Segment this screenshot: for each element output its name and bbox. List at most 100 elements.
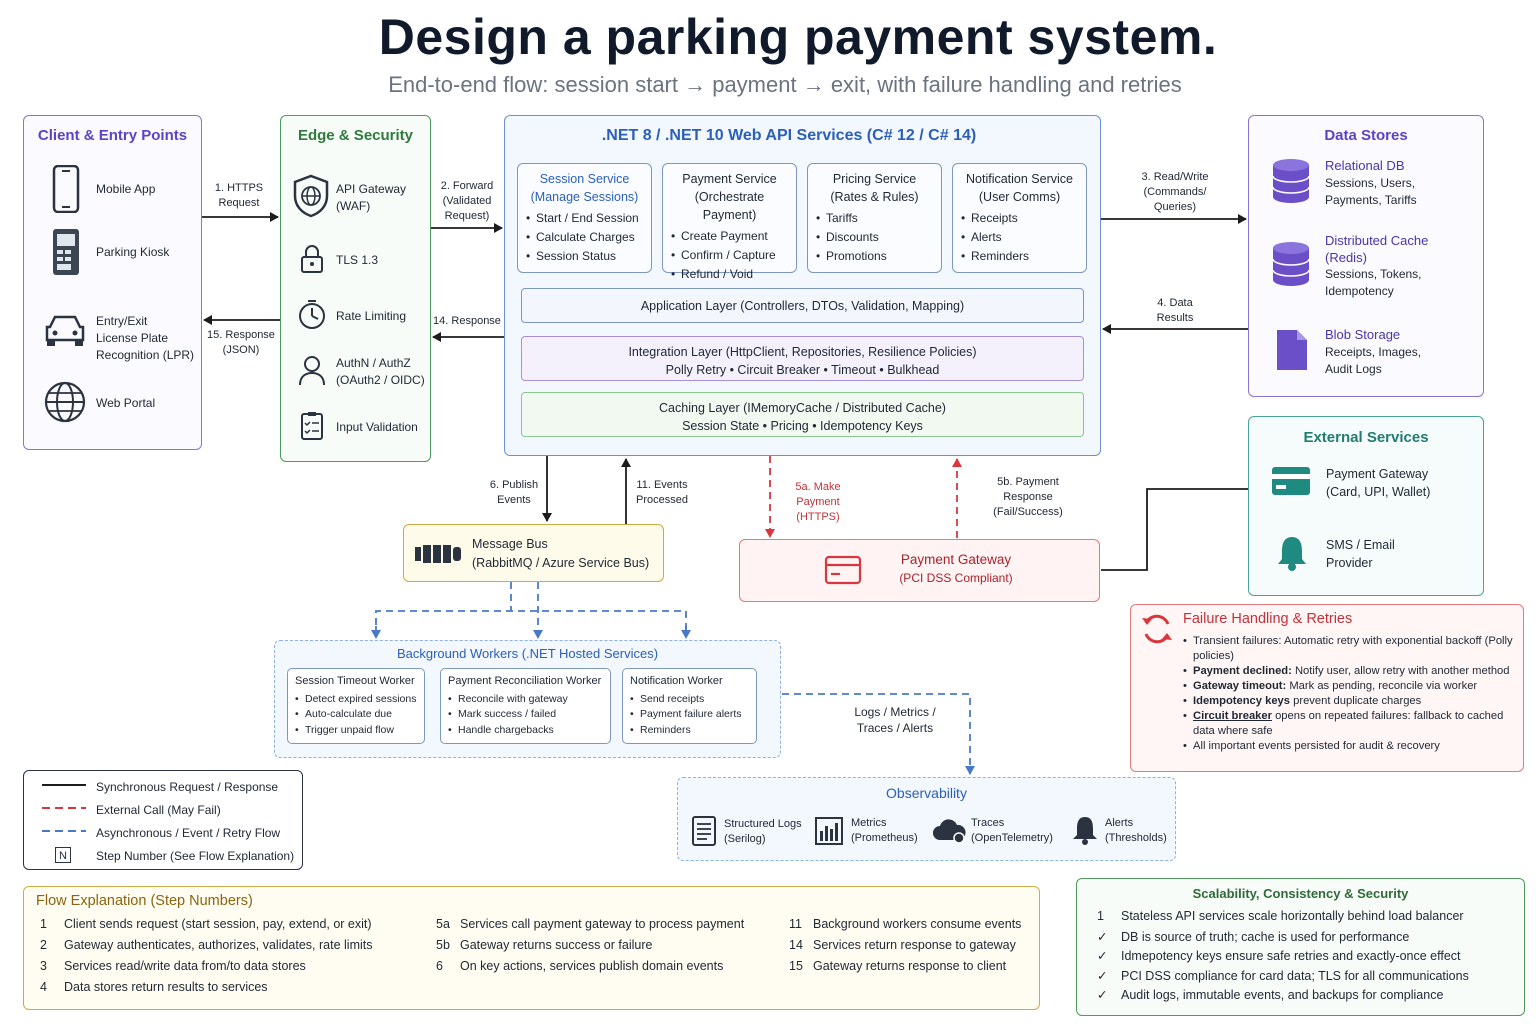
failure-item: Payment declined: Notify user, allow ret… — [1183, 664, 1518, 679]
legend-label: External Call (May Fail) — [96, 803, 221, 817]
worker-bullet: Send receipts — [630, 692, 749, 708]
check-icon: ✓ — [1097, 930, 1108, 944]
worker-bullet: Mark success / failed — [448, 707, 603, 723]
flow-step-text: Gateway returns success or failure — [460, 938, 653, 952]
flow-step-text: Client sends request (start session, pay… — [64, 917, 372, 931]
observability-item-sub: (Prometheus) — [851, 832, 918, 844]
check-icon: ✓ — [1097, 969, 1108, 983]
legend-label: Step Number (See Flow Explanation) — [96, 849, 295, 863]
failure-item-bold: Payment declined: — [1193, 665, 1292, 677]
worker-bullet: Reminders — [630, 723, 749, 739]
check-icon: ✓ — [1097, 949, 1108, 963]
notification-service-card: Notification Service (User Comms) Receip… — [952, 163, 1087, 273]
credit-card-icon — [824, 555, 862, 585]
scalability-text: PCI DSS compliance for card data; TLS fo… — [1121, 969, 1469, 983]
worker-title: Notification Worker — [630, 675, 723, 687]
failure-item: Gateway timeout: Mark as pending, reconc… — [1183, 679, 1518, 694]
lock-icon — [301, 245, 323, 273]
arrow-label-15: 15. Response (JSON) — [207, 329, 275, 356]
legend-step-marker: N — [55, 847, 71, 863]
external-item-label: Payment Gateway (Card, UPI, Wallet) — [1326, 467, 1431, 499]
datastore-title: Distributed Cache (Redis) — [1325, 233, 1429, 265]
flow-step-number: 14 — [789, 938, 803, 952]
cloud-icon — [933, 819, 966, 844]
external-panel — [1248, 416, 1484, 596]
failure-list: Transient failures: Automatic retry with… — [1183, 634, 1518, 754]
flow-panel-title: Flow Explanation (Step Numbers) — [36, 893, 253, 909]
legend-sync-line — [42, 784, 86, 786]
layer-desc: (Controllers, DTOs, Validation, Mapping) — [736, 299, 965, 313]
flow-step-text: Services read/write data from/to data st… — [64, 959, 306, 973]
caching-layer: Caching Layer (IMemoryCache / Distribute… — [521, 392, 1084, 437]
legend-label: Synchronous Request / Response — [96, 780, 279, 794]
flow-step-text: On key actions, services publish domain … — [460, 959, 724, 973]
datastore-desc: Sessions, Users, Payments, Tariffs — [1325, 176, 1417, 207]
failure-item-bold: Gateway timeout: — [1193, 680, 1287, 692]
layer-name: Caching Layer — [659, 401, 740, 415]
flow-step-text: Gateway authenticates, authorizes, valid… — [64, 938, 373, 952]
message-bus-subtitle: (RabbitMQ / Azure Service Bus) — [472, 556, 650, 570]
flow-step-number: 5b — [436, 938, 450, 952]
arrow-label-14: 14. Response — [433, 315, 501, 327]
scalability-marker: 1 — [1097, 909, 1104, 923]
service-bullet: Confirm / Capture — [671, 246, 788, 265]
edge-item-label: Input Validation — [336, 420, 418, 434]
service-bullet: Alerts — [961, 228, 1078, 247]
client-panel-title: Client & Entry Points — [37, 127, 188, 144]
worker-bullet: Handle chargebacks — [448, 723, 603, 739]
datastores-panel-title: Data Stores — [1324, 127, 1408, 144]
observability-item-title: Traces — [971, 817, 1005, 829]
arrow-label-1: 1. HTTPS Request — [214, 182, 264, 209]
worker-title: Session Timeout Worker — [295, 675, 415, 687]
service-bullet: Reminders — [961, 247, 1078, 266]
failure-item: Transient failures: Automatic retry with… — [1183, 634, 1518, 664]
external-item-label: SMS / Email Provider — [1326, 538, 1395, 570]
failure-item-text: All important events persisted for audit… — [1193, 740, 1440, 752]
scalability-item: ✓Audit logs, immutable events, and backu… — [1097, 987, 1443, 1002]
message-queue-icon — [415, 545, 461, 563]
message-bus-title: Message Bus — [472, 537, 548, 551]
observability-panel — [677, 777, 1176, 861]
flow-panel — [23, 886, 1040, 1010]
application-layer: Application Layer (Controllers, DTOs, Va… — [521, 288, 1084, 323]
scalability-item: ✓ DB is source of truth; cache is used fo… — [1097, 929, 1409, 944]
arrow-label-3: 3. Read/Write (Commands/ Queries) — [1141, 171, 1209, 213]
scalability-text: Stateless API services scale horizontall… — [1121, 909, 1464, 923]
service-bullet: Promotions — [816, 247, 933, 266]
external-panel-title: External Services — [1303, 429, 1429, 446]
service-subtitle: (Orchestrate Payment) — [694, 190, 765, 222]
layer-desc: (HttpClient, Repositories, Resilience Po… — [722, 345, 977, 359]
external-call-arrows — [765, 456, 962, 538]
check-icon: ✓ — [1097, 988, 1108, 1002]
scalability-item: ✓Idmepotency keys ensure safe retries an… — [1097, 948, 1461, 963]
flow-step-number: 4 — [40, 980, 47, 994]
layer-detail: Polly Retry • Circuit Breaker • Timeout … — [665, 363, 940, 377]
scalability-text: DB is source of truth; cache is used for… — [1121, 930, 1410, 944]
arrow-label-11: 11. Events Processed — [636, 479, 688, 506]
file-icon — [1277, 330, 1307, 370]
bell-icon — [1278, 537, 1306, 571]
arrow-label-4: 4. Data Results — [1156, 297, 1194, 324]
workers-panel-title: Background Workers (.NET Hosted Services… — [396, 646, 659, 661]
failure-panel-title: Failure Handling & Retries — [1183, 611, 1353, 627]
failure-item-text: opens on repeated failures: fallback to … — [1193, 710, 1504, 737]
service-bullet: Discounts — [816, 228, 933, 247]
service-bullet: Calculate Charges — [526, 228, 643, 247]
document-icon — [692, 816, 716, 846]
session-service-card: Session Service (Manage Sessions) Start … — [517, 163, 652, 273]
flow-step-text: Services call payment gateway to process… — [460, 917, 745, 931]
worker-bullet: Trigger unpaid flow — [295, 723, 417, 739]
failure-item: Circuit breaker opens on repeated failur… — [1183, 709, 1518, 739]
page-subtitle: End-to-end flow: session start → payment… — [388, 72, 1182, 97]
async-arrows — [371, 582, 975, 775]
scalability-item: ✓ PCI DSS compliance for card data; TLS f… — [1097, 968, 1469, 983]
flow-step: 5b Gateway returns success or failure — [436, 938, 652, 952]
cache-database-icon — [1272, 242, 1310, 286]
service-subtitle: (User Comms) — [978, 190, 1061, 204]
layer-detail: Session State • Pricing • Idempotency Ke… — [682, 419, 923, 433]
datastore-desc: Receipts, Images, Audit Logs — [1325, 345, 1422, 376]
